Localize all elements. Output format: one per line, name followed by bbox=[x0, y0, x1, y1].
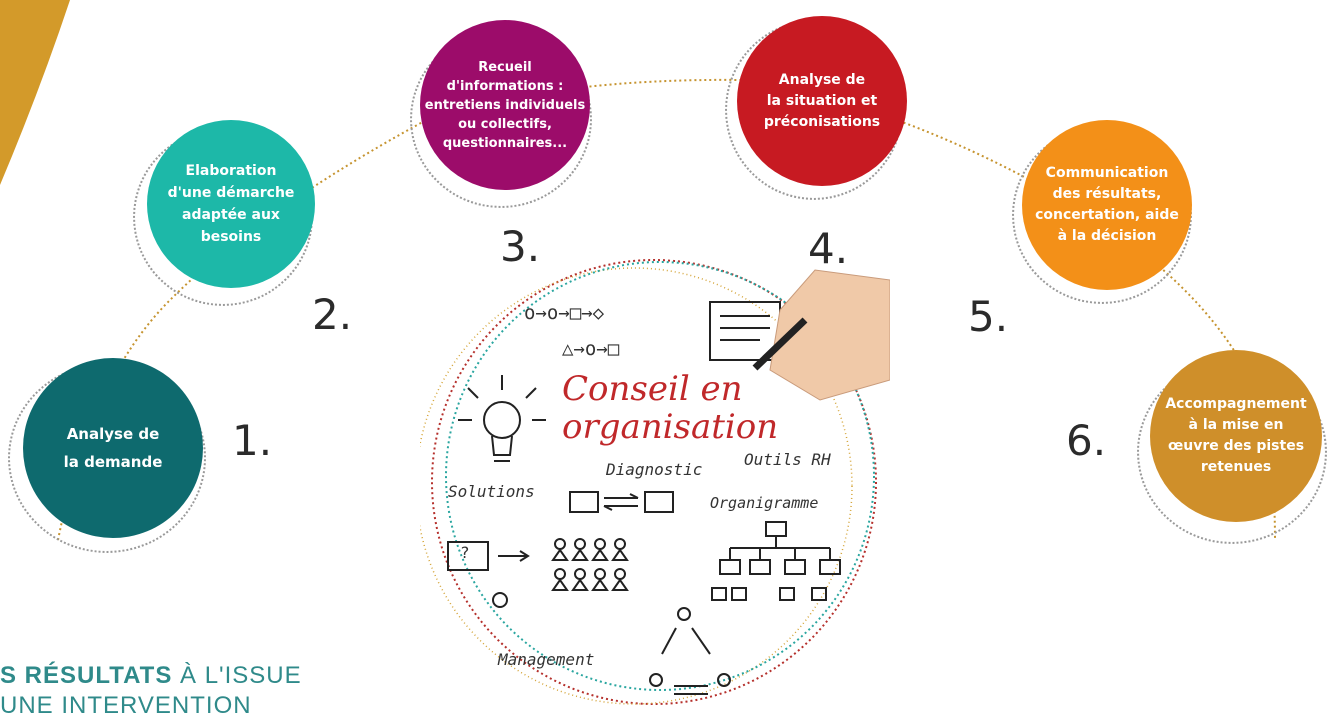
sketch-title-line2: organisation bbox=[562, 407, 779, 447]
step-1-number: 1. bbox=[232, 416, 273, 465]
sketch-diagnostic-label: Diagnostic bbox=[606, 460, 703, 479]
step-6-number: 6. bbox=[1066, 416, 1107, 465]
step-4-line: préconisations bbox=[763, 113, 881, 130]
step-6-line: retenues bbox=[1200, 459, 1272, 475]
step-2-circle[interactable]: Elaboration d'une démarche adaptée aux beso… bbox=[147, 120, 315, 288]
flow-sketch-line1: o→o→□→◇ bbox=[524, 302, 605, 324]
sketch-organigramme-label: Organigramme bbox=[710, 494, 819, 512]
step-6-circle[interactable]: Accompagnement à la mise en œuvre des pist… bbox=[1150, 350, 1322, 522]
step-5-line: des résultats, bbox=[1052, 186, 1162, 202]
step-3-number: 3. bbox=[500, 222, 541, 271]
bottom-heading-rest: À L'ISSUE bbox=[172, 662, 302, 689]
step-2-line: Elaboration bbox=[185, 163, 277, 179]
bottom-heading-line1: S RÉSULTATS À L'ISSUE bbox=[0, 662, 302, 690]
step-4-number: 4. bbox=[808, 224, 849, 273]
step-5-line: à la décision bbox=[1057, 228, 1157, 244]
step-3-line: questionnaires... bbox=[442, 135, 568, 151]
hand-pen-icon bbox=[752, 269, 890, 401]
step-5-line: Communication bbox=[1045, 165, 1169, 181]
management-triangle-icon bbox=[649, 607, 731, 695]
step-6-line: à la mise en bbox=[1188, 417, 1284, 433]
step-6-line: Accompagnement bbox=[1165, 396, 1307, 412]
sketch-outils-label: Outils RH bbox=[744, 450, 831, 469]
step-1-circle[interactable]: Analyse de la demande bbox=[23, 358, 203, 538]
step-5-number: 5. bbox=[968, 292, 1009, 341]
bottom-heading-line2: UNE INTERVENTION bbox=[0, 692, 252, 719]
sketch-circles bbox=[420, 259, 890, 705]
step-2-line: d'une démarche bbox=[167, 185, 295, 201]
step-5-line: concertation, aide bbox=[1035, 207, 1179, 223]
step-4-circle[interactable]: Analyse de la situation et préconisations bbox=[737, 16, 907, 186]
diagnostic-boxes-icon bbox=[569, 491, 674, 513]
sketch-management-label: Management bbox=[498, 650, 595, 669]
gold-corner-shape bbox=[0, 0, 70, 185]
step-2-number: 2. bbox=[312, 290, 353, 339]
sketch-question-mark: ? bbox=[460, 543, 470, 562]
sketch-title-line1: Conseil en bbox=[562, 369, 743, 409]
lightbulb-icon bbox=[458, 375, 546, 462]
step-1-line: la demande bbox=[63, 453, 163, 471]
step-3-line: d'informations : bbox=[446, 78, 564, 94]
flow-sketch-line2: △→o→□ bbox=[562, 338, 620, 360]
step-3-circle[interactable]: Recueil d'informations : entretiens indivi… bbox=[420, 20, 590, 190]
step-1-line: Analyse de bbox=[66, 425, 160, 443]
people-group-icon bbox=[551, 538, 629, 591]
step-2-line: besoins bbox=[200, 229, 262, 245]
step-3-line: ou collectifs, bbox=[458, 116, 552, 132]
step-6-line: œuvre des pistes bbox=[1167, 438, 1305, 454]
step-3-line: entretiens individuels bbox=[424, 97, 586, 113]
step-2-line: adaptée aux bbox=[182, 207, 280, 223]
step-4-line: la situation et bbox=[766, 92, 878, 109]
step-4-line: Analyse de bbox=[778, 71, 866, 88]
bottom-heading-bold: S RÉSULTATS bbox=[0, 662, 173, 689]
question-box-icon bbox=[447, 541, 530, 608]
step-3-line: Recueil bbox=[478, 59, 532, 75]
sketch-solutions-label: Solutions bbox=[448, 482, 535, 501]
org-chart-icon bbox=[711, 521, 841, 601]
step-5-circle[interactable]: Communication des résultats, concertation,… bbox=[1022, 120, 1192, 290]
